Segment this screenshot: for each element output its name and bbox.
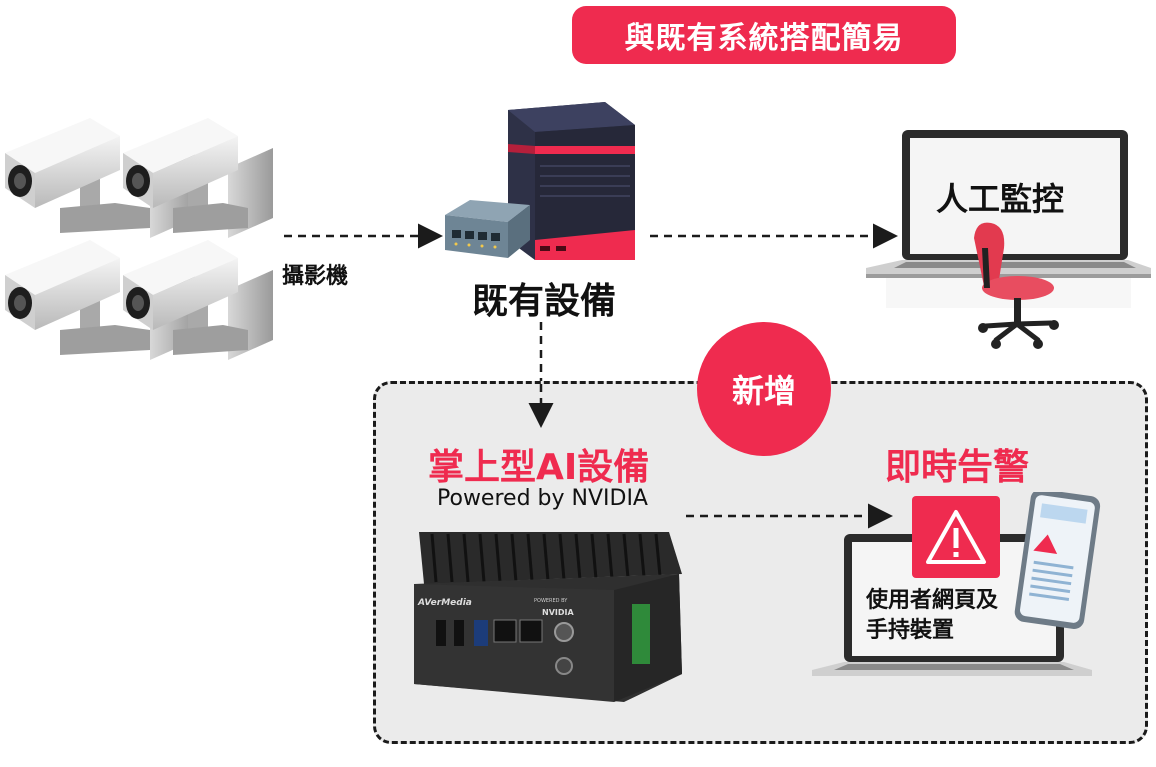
port-icons [436, 604, 650, 675]
powered-by-text: POWERED BY [534, 598, 568, 604]
new-badge: 新增 [697, 322, 831, 456]
ai-device-title: 掌上型AI設備 [428, 447, 650, 488]
warning-icon [912, 496, 1000, 578]
existing-equipment-label: 既有設備 [472, 281, 617, 322]
alert-description: 使用者網頁及 手持裝置 [866, 586, 998, 646]
alert-description-line2: 手持裝置 [866, 618, 955, 643]
office-chair-icon [974, 222, 1059, 349]
nvidia-logo: NVIDIA [542, 608, 574, 617]
server-tower-icon [508, 102, 635, 260]
cameras-label: 攝影機 [282, 264, 349, 289]
alert-title: 即時告警 [885, 447, 1030, 488]
alert-description-line1: 使用者網頁及 [866, 588, 999, 613]
existing-equipment-icon [440, 100, 640, 265]
security-camera-icon [123, 240, 273, 360]
alert-devices-icon [812, 492, 1102, 692]
manual-monitoring-label: 人工監控 [936, 180, 1065, 218]
page-title: 與既有系統搭配簡易 [572, 6, 956, 64]
manual-monitoring-icon [866, 128, 1151, 358]
ai-device-subtitle: Powered by NVIDIA [437, 486, 648, 511]
laptop-icon [866, 130, 1151, 308]
ai-box-device-icon: AVerMedia POWERED BY NVIDIA [414, 524, 684, 706]
network-switch-icon [445, 200, 530, 258]
security-camera-icon [123, 118, 273, 238]
heatsink-icon [419, 532, 682, 584]
camera-group [0, 108, 275, 363]
avermedia-logo: AVerMedia [418, 598, 472, 608]
smartphone-icon [1014, 492, 1101, 629]
